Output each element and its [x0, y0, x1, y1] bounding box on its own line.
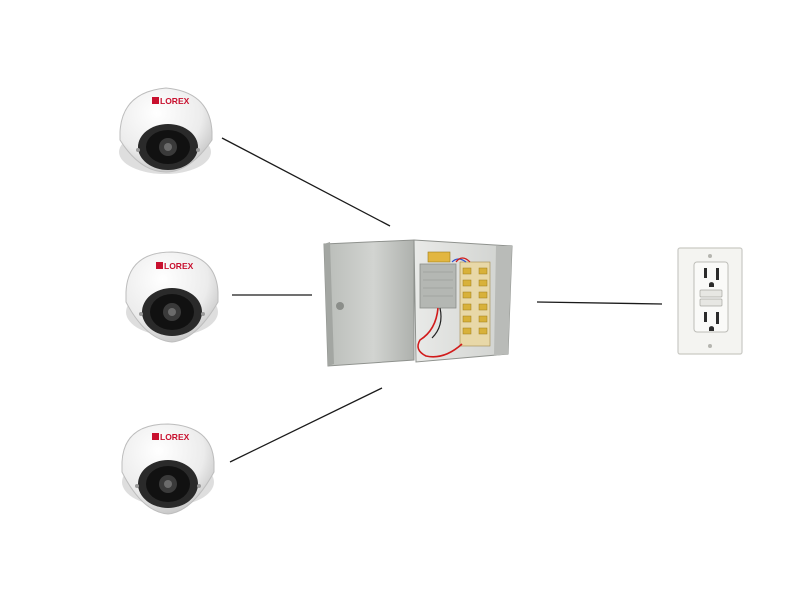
power-distribution-box: [323, 239, 513, 367]
camera-2: LOREX: [125, 251, 219, 343]
camera-3: LOREX: [121, 423, 215, 515]
gfci-outlet-icon: [677, 247, 743, 355]
brand-logo: [152, 433, 159, 440]
outlet-cable: [536, 301, 663, 305]
brand-logo: [156, 262, 163, 269]
brand-text: LOREX: [160, 432, 190, 442]
brand-logo: [152, 97, 159, 104]
dome-camera-icon: [119, 87, 213, 174]
outlet: [677, 247, 743, 355]
dome-camera-icon: [121, 423, 215, 515]
brand-text: LOREX: [160, 96, 190, 106]
brand-text: LOREX: [164, 261, 194, 271]
camera-3-cable: [229, 387, 383, 463]
dome-camera-icon: [125, 251, 219, 343]
camera-1: LOREX: [119, 87, 213, 174]
camera-1-cable: [221, 137, 391, 227]
power-distribution-box-icon: [323, 239, 513, 367]
